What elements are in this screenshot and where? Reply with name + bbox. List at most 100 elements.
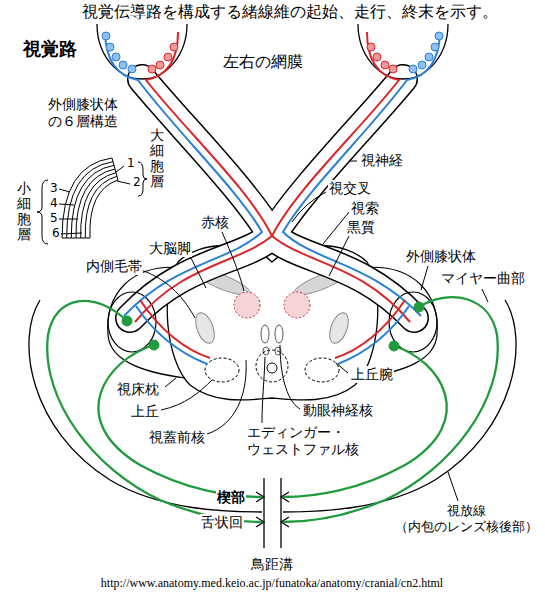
leader-line [482,289,488,302]
layer-group-label: 小細胞層 [16,181,32,243]
temporal-fiber [283,32,440,316]
part-label: 視索 [350,200,380,217]
layer-group-label: 大細胞層 [149,128,165,190]
leader-line [292,192,326,222]
temporal-cell [112,53,120,61]
leader-line [350,161,357,162]
part-label: 舌状回 [200,514,244,531]
part-label: 赤核 [200,214,230,231]
nasal-cell [164,53,172,61]
oculomotor-nucleus [261,325,269,343]
layer-number: 4 [49,196,59,210]
temporal-cell [128,65,136,73]
leader-lines [59,161,488,501]
figure-title: 視覚伝導路を構成する緒線維の起始、走行、終末を示す。 [81,2,499,21]
radiation-fiber [98,345,262,497]
leader-line [336,363,348,373]
leader-line [421,266,428,290]
nasal-cell [381,61,389,69]
part-label: 動眼神経核 [302,402,374,419]
nasal-cell [367,43,375,51]
temporal-cell [425,53,433,61]
leader-line [280,345,300,409]
meyer-loop-fiber [47,301,262,522]
optic-band-fill [130,79,414,318]
cerebral-aqueduct [267,363,277,373]
oculomotor-nucleus [275,325,283,343]
leader-line [448,472,458,501]
brachium-fiber [338,306,409,364]
part-label: 上丘腕 [350,366,394,383]
calcarine-wall [280,478,281,548]
leader-line [59,204,74,205]
brace [37,180,48,244]
optic-nerve-fill [272,79,403,236]
brachium-fiber [136,306,207,364]
brachium-fiber [335,300,405,358]
part-label: 視交叉 [328,180,372,197]
meyer-loop-fiber [283,297,498,522]
retina-cup [358,24,448,79]
nasal-cell [373,53,381,61]
red-nucleus [284,292,310,318]
part-label: 視床枕 [116,381,160,398]
nasal-fiber [135,32,399,322]
part-label: マイヤー曲部 [440,270,526,287]
edinger-westphal-nucleus [263,347,269,355]
part-label: 上丘 [130,403,160,420]
hemisphere-outline [283,300,516,512]
geniculate-neuron [414,302,424,312]
nasal-cell [148,65,156,73]
superior-colliculus [305,358,339,382]
figure-heading: 視覚路 [22,38,78,60]
leader-line [222,232,244,291]
leader-line [117,181,130,184]
part-label: 視放線 （内包のレンズ核後部） [390,503,542,534]
inset-heading: 外側膝状体 の６層構造 [38,96,128,130]
optic-band-outline [130,79,414,318]
radiation-fiber [283,346,447,497]
geniculate-neuron [149,340,159,350]
calcarine-wall [263,478,264,548]
optic-nerve-edge [142,79,272,236]
leader-line [262,357,265,423]
part-label: 視蓋前核 [148,429,206,446]
temporal-cell [418,61,426,69]
geniculate-neuron [389,341,399,351]
leader-line [59,219,78,220]
optic-nerve-fill [142,79,272,236]
layer-divider [81,173,116,238]
layer-outline [62,158,118,238]
temporal-cell [119,61,127,69]
layer-divider [85,176,117,238]
layer-divider [71,165,114,238]
part-label: 内側毛帯 [85,258,143,275]
leader-line [59,189,70,192]
red-nucleus [234,292,260,318]
leader-line [207,360,246,434]
layer-number: 5 [49,211,59,225]
retina-label: 左右の網膜 [222,52,304,71]
superior-colliculus [205,358,239,382]
leader-line [190,256,206,288]
leader-line [141,270,195,318]
temporal-cell [431,43,439,51]
medial-lemniscus [326,310,352,346]
lgn-layer-diagram [37,158,147,244]
geniculate-neuron [122,316,132,326]
ganglion-cells [102,32,443,351]
hemisphere-outline [29,300,262,512]
optic-nerve-edge [272,79,403,236]
layer-number: 6 [51,226,61,240]
leader-line [116,166,124,172]
part-label: 黒質 [346,219,376,236]
layer-number: 2 [132,175,142,189]
retina-cup [97,24,187,79]
source-url: http://www.anatomy.med.keio.ac.jp/funato… [100,576,444,590]
nasal-cell [389,65,397,73]
part-label: 楔部 [216,489,246,506]
calcarine-sulcus [256,478,289,548]
part-label: エディンガー・ ウェストファル核 [246,424,378,458]
retinal-fibers [105,32,440,364]
brachium-fiber [140,300,210,358]
